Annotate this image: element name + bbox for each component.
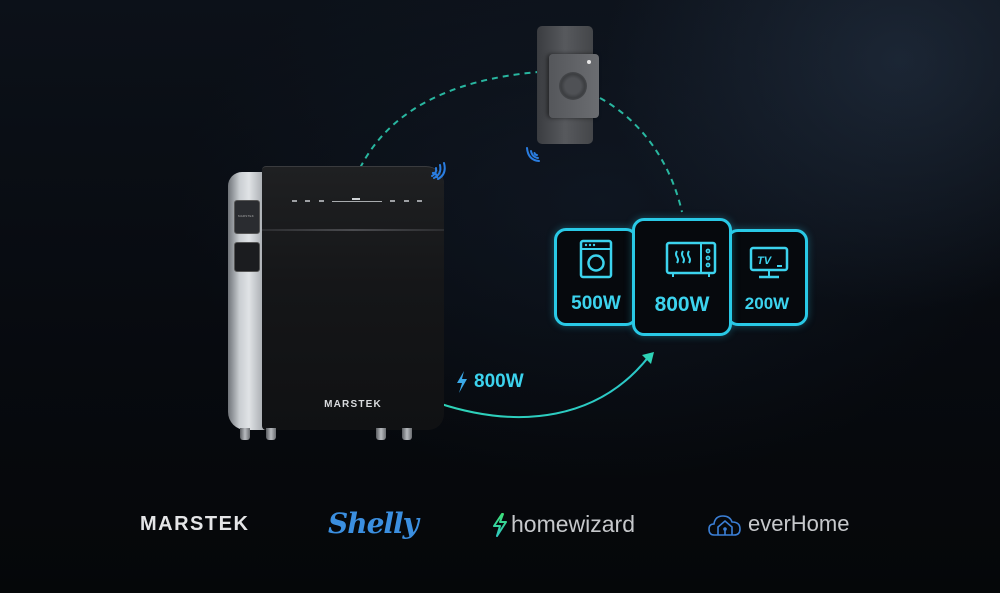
everhome-cloud-house-icon [708,515,741,536]
led-indicator [390,200,396,202]
battery-foot [266,428,276,440]
led-indicator [403,200,409,202]
meter-face [549,54,599,118]
output-power-label: 800W [456,371,524,393]
led-indicator [416,200,422,202]
meter-status-led [587,60,591,64]
partner-logos: MARSTEK Shelly homewizard everHome [0,505,1000,545]
arrow-head-icon [642,352,654,364]
wireless-link-meter-appliances [599,97,683,213]
smart-meter-device [537,26,599,146]
appliance-power-washing-machine: 500W [571,293,621,314]
tv-icon-text: TV [757,255,773,267]
logo-shelly: Shelly [328,507,419,540]
lightning-bolt-icon [457,371,467,393]
output-power-value: 800W [474,371,524,392]
homewizard-bolt-icon [493,512,507,537]
logo-everhome: everHome [708,511,849,537]
marstek-battery: MARSTEK MARSTEK [228,166,444,442]
appliance-power-microwave: 800W [654,293,710,316]
appliance-power-tv: 200W [744,294,790,313]
washing-machine-icon [579,239,613,279]
battery-front-panel: MARSTEK [262,166,444,430]
battery-foot [402,428,412,440]
tv-icon: TV [749,246,789,279]
battery-port-slot [234,242,260,272]
wifi-signal-icon [431,162,446,180]
battery-led-panel [292,195,422,207]
appliance-card-tv: TV 200W [726,229,808,326]
led-indicator [318,200,324,202]
appliance-card-microwave: 800W [632,218,732,336]
microwave-icon [665,241,717,277]
battery-level-bar [331,197,382,202]
logo-homewizard: homewizard [492,511,635,538]
battery-foot [240,428,250,440]
appliance-card-washing-machine: 500W [554,228,638,326]
led-indicator [305,200,311,202]
battery-seam [262,229,444,231]
battery-foot [376,428,386,440]
wireless-link-battery-meter [359,71,539,169]
power-flow-arc [437,354,651,418]
logo-marstek: MARSTEK [140,513,250,535]
battery-display-slot: MARSTEK [234,200,260,234]
battery-side-panel: MARSTEK [228,172,266,430]
led-indicator [292,200,297,202]
battery-brand-label: MARSTEK [324,399,382,410]
wifi-signal-icon [526,147,540,162]
meter-dial-icon [559,72,587,100]
